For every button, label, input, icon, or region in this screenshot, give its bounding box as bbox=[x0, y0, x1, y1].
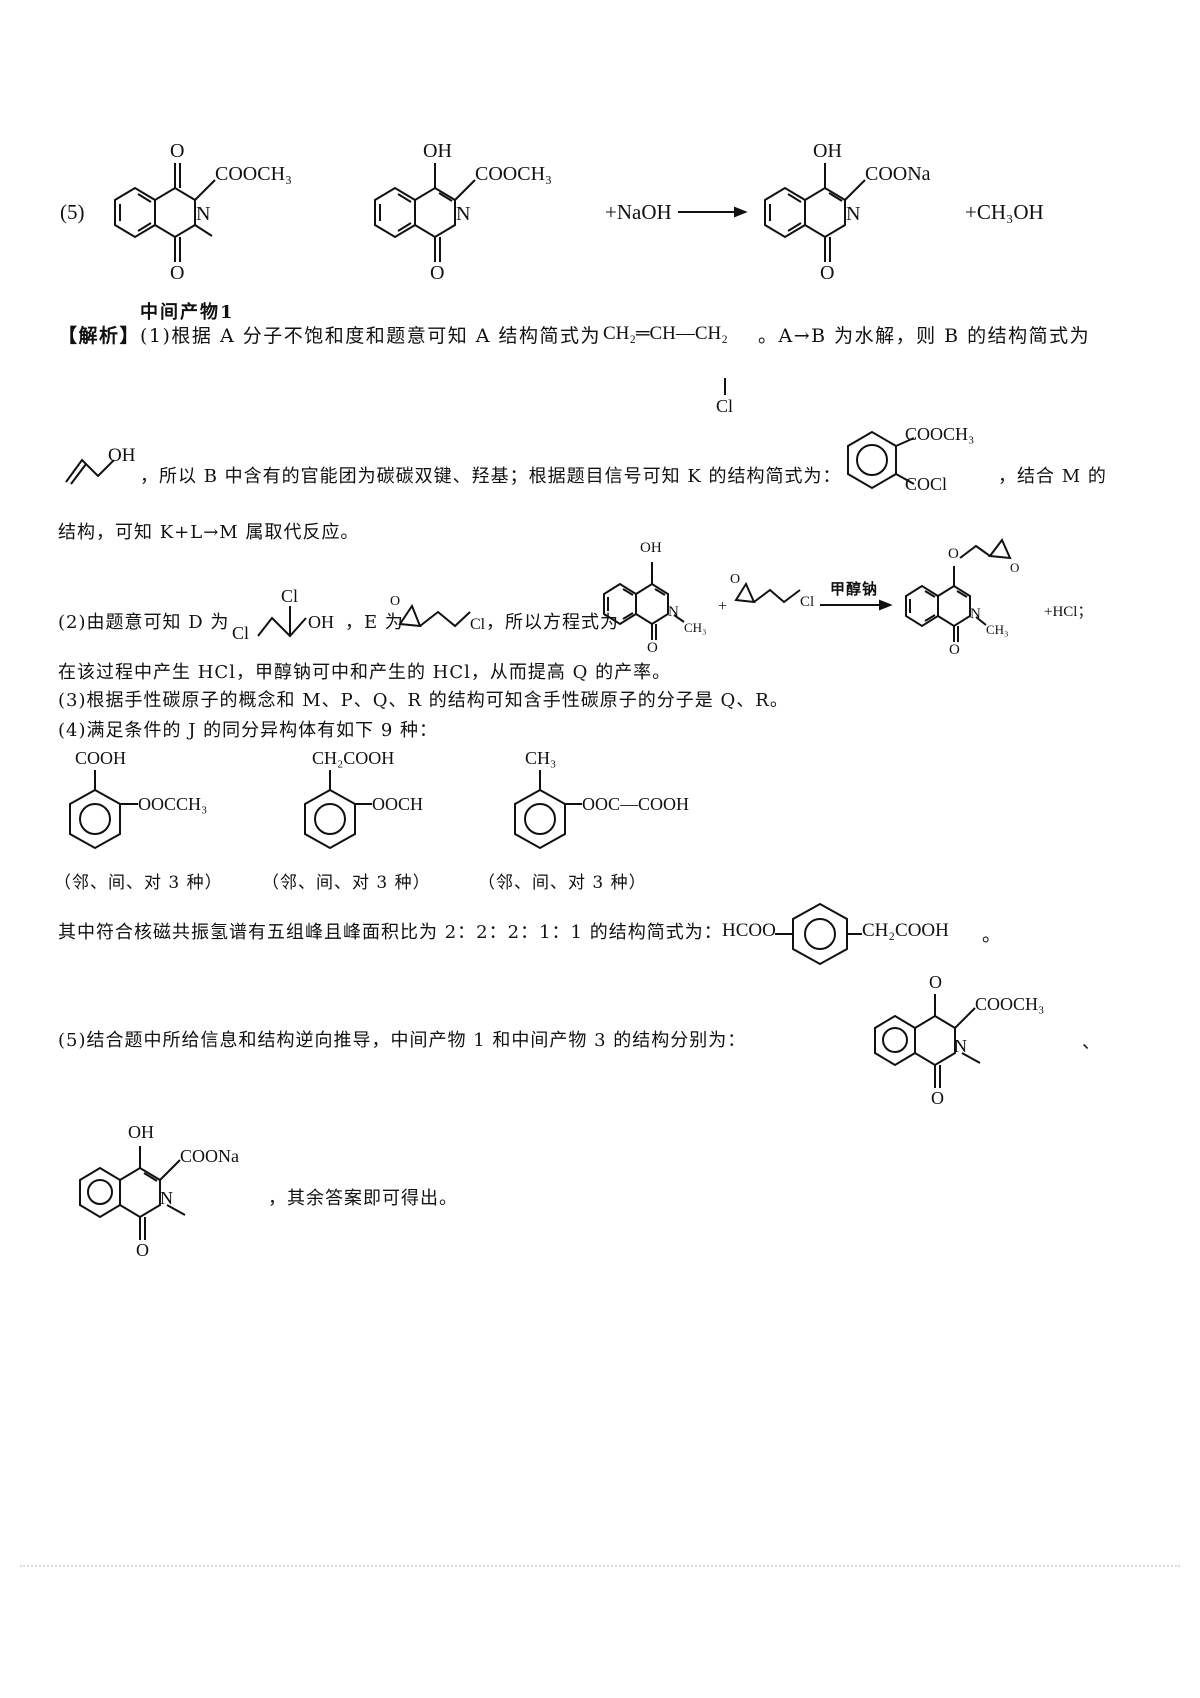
atom-o: O bbox=[170, 140, 185, 162]
nmr-text: 其中符合核磁共振氢谱有五组峰且峰面积比为 2：2：2：1：1 的结构简式为： bbox=[58, 922, 723, 943]
analysis-p2-a: (2)由题意可知 D 为 bbox=[58, 612, 230, 633]
k-cocl: COCl bbox=[905, 474, 948, 494]
structure-d bbox=[257, 606, 307, 638]
product-carbonyl-o: O bbox=[949, 642, 960, 658]
atom-n: N bbox=[196, 203, 211, 225]
int1-cooch3: COOCH₃ bbox=[975, 994, 1045, 1014]
analysis-line-3: 结构，可知 K+L→M 属取代反应。 bbox=[58, 522, 360, 543]
group-cooch3: COOCH₃ bbox=[215, 163, 292, 185]
analysis-tag: 【解析】 bbox=[58, 325, 141, 347]
atom-o: O bbox=[430, 262, 445, 284]
intermediate-1-answer bbox=[874, 994, 981, 1088]
enol-ester-structure bbox=[374, 163, 476, 262]
plus-naoh: +NaOH bbox=[605, 200, 672, 224]
page-bottom-divider bbox=[20, 1565, 1180, 1567]
e-o: O bbox=[390, 594, 401, 609]
isomer2-caption: （邻、间、对 3 种） bbox=[262, 873, 431, 893]
analysis-p2-b: ，E 为 bbox=[345, 612, 404, 633]
nmr-end: 。 bbox=[982, 925, 1002, 946]
equation-plus: + bbox=[718, 598, 728, 615]
analysis-p5: (5)结合题中所给信息和结构逆向推导，中间产物 1 和中间产物 3 的结构分别为… bbox=[58, 1030, 747, 1051]
analysis-line-1b: 。A→B 为水解，则 B 的结构简式为 bbox=[758, 325, 1091, 347]
int3-o: O bbox=[136, 1240, 149, 1260]
isomer3-ooc-cooh: OOC—COOH bbox=[582, 794, 690, 814]
d-cl-left: Cl bbox=[232, 623, 250, 643]
analysis-line-2a: ，所以 B 中含有的官能团为碳碳双键、羟基；根据题目信号可知 K 的结构简式为： bbox=[140, 466, 842, 487]
analysis-p5-sep: 、 bbox=[1082, 1032, 1102, 1053]
allyl-alcohol-structure bbox=[65, 458, 115, 485]
isomer1-caption: （邻、间、对 3 种） bbox=[54, 873, 223, 893]
analysis-p5-end: ，其余答案即可得出。 bbox=[268, 1188, 458, 1209]
product-epoxide-o: O bbox=[1010, 560, 1020, 575]
structure-k bbox=[847, 430, 915, 490]
atom-n: N bbox=[456, 203, 471, 225]
int1-o-bottom: O bbox=[931, 1088, 944, 1108]
reaction-arrow-2 bbox=[820, 599, 893, 611]
int1-o-top: O bbox=[929, 972, 942, 992]
isomer-structure-2 bbox=[304, 770, 372, 850]
atom-o: O bbox=[820, 262, 835, 284]
group-cooch3: COOCH₃ bbox=[475, 163, 552, 185]
analysis-line-1: 【解析】(1)根据 A 分子不饱和度和题意可知 A 结构简式为 bbox=[58, 325, 601, 347]
allyl-chloride-formula: CH₂═CH—CH₂ bbox=[603, 323, 728, 344]
k-cooch3: COOCH₃ bbox=[905, 424, 975, 444]
equation-epoxide-cl: Cl bbox=[800, 594, 815, 610]
product-ch3: CH₃ bbox=[986, 622, 1009, 637]
isomer1-cooh: COOH bbox=[75, 748, 127, 768]
equation-epoxide-o: O bbox=[730, 572, 741, 587]
isomer-structure-1 bbox=[69, 770, 138, 850]
sodium-salt-structure bbox=[764, 163, 866, 262]
d-oh: OH bbox=[308, 612, 334, 632]
atom-n: N bbox=[846, 203, 861, 225]
intermediate-1-caption: 中间产物1 bbox=[140, 302, 235, 323]
group-oh: OH bbox=[813, 140, 842, 162]
isomer3-ch3: CH₃ bbox=[525, 748, 557, 768]
analysis-p2-c: ，所以方程式为 bbox=[486, 612, 619, 633]
analysis-p4: (4)满足条件的 J 的同分异构体有如下 9 种： bbox=[58, 720, 439, 741]
reactant-o: O bbox=[647, 640, 658, 656]
intermediate-1-structure bbox=[114, 163, 216, 262]
product-n: N bbox=[970, 606, 981, 622]
group-oh: OH bbox=[423, 140, 452, 162]
atom-o: O bbox=[170, 262, 185, 284]
plus-ch3oh: +CH₃OH bbox=[965, 200, 1044, 224]
isomer2-ch2cooh: CH₂COOH bbox=[312, 748, 395, 768]
int3-n: N bbox=[160, 1188, 173, 1208]
reactant-ch3: CH₃ bbox=[684, 620, 707, 635]
equation-epoxide bbox=[734, 581, 801, 604]
int3-coona: COONa bbox=[180, 1146, 239, 1166]
reactant-oh: OH bbox=[640, 540, 662, 556]
allyl-chloride-cl: Cl bbox=[716, 396, 734, 416]
part5-label: (5) bbox=[60, 200, 85, 224]
allyl-alcohol-oh: OH bbox=[108, 445, 136, 466]
int3-oh: OH bbox=[128, 1122, 154, 1142]
isomer-structure-3 bbox=[514, 770, 582, 850]
group-coona: COONa bbox=[865, 163, 931, 185]
d-cl-top: Cl bbox=[281, 586, 299, 606]
nmr-ch2cooh: CH₂COOH bbox=[862, 920, 949, 941]
reactant-n: N bbox=[668, 604, 679, 620]
analysis-p3: (3)根据手性碳原子的概念和 M、P、Q、R 的结构可知含手性碳原子的分子是 Q… bbox=[58, 690, 789, 711]
e-cl: Cl bbox=[470, 616, 486, 633]
reactant-quinolinone bbox=[603, 562, 685, 640]
catalyst-label: 甲醇钠 bbox=[830, 580, 879, 598]
isomer2-ooch: OOCH bbox=[372, 794, 424, 814]
intermediate-3-answer bbox=[79, 1146, 186, 1240]
product-o: O bbox=[948, 546, 959, 562]
int1-n: N bbox=[954, 1036, 967, 1056]
analysis-line-2b: ，结合 M 的 bbox=[998, 466, 1107, 487]
para-isomer-structure bbox=[775, 902, 862, 966]
analysis-p2-line2: 在该过程中产生 HCl，甲醇钠可中和产生的 HCl，从而提高 Q 的产率。 bbox=[58, 662, 672, 683]
nmr-hcoo: HCOO bbox=[722, 920, 776, 941]
structure-e bbox=[398, 603, 471, 628]
reaction-arrow-1 bbox=[678, 206, 748, 218]
product-q-structure bbox=[905, 538, 1012, 642]
analysis-p1-text-a: (1)根据 A 分子不饱和度和题意可知 A 结构简式为 bbox=[140, 325, 602, 347]
plus-hcl: +HCl； bbox=[1044, 604, 1093, 620]
isomer1-oocch3: OOCCH₃ bbox=[138, 794, 208, 814]
isomer3-caption: （邻、间、对 3 种） bbox=[478, 873, 647, 893]
